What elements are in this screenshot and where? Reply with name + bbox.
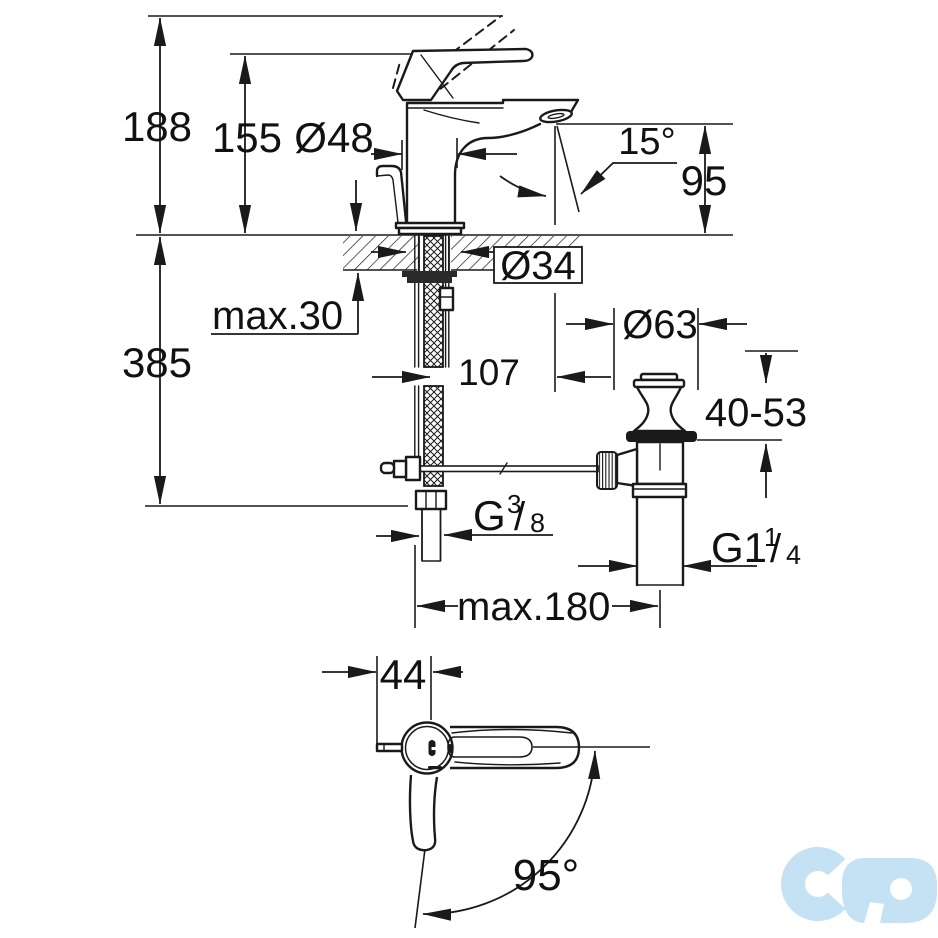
- dim-34-label: Ø34: [500, 244, 576, 288]
- dim-g38: G 3 / 8: [376, 489, 553, 543]
- lever: [395, 47, 534, 102]
- flex-hose-lower: [423, 385, 444, 487]
- g114-numerator: 1: [764, 522, 778, 552]
- base-plate-lower: [397, 226, 463, 236]
- mounting-washer: [402, 271, 457, 277]
- dim-48-label: Ø48: [294, 114, 373, 161]
- g38-prefix: G: [473, 492, 506, 539]
- g38-denominator: 8: [530, 508, 545, 538]
- slot-notch: [431, 747, 436, 750]
- body-circle-outer: [400, 721, 454, 775]
- waste-funnel: [632, 385, 687, 433]
- dim-34: Ø34: [371, 244, 583, 288]
- mounting-nut: [407, 277, 452, 283]
- water-stream: [554, 125, 580, 225]
- body-outline: [405, 98, 580, 227]
- dim-95deg: 95°: [414, 746, 650, 929]
- waste-knurled-knob: [596, 447, 639, 490]
- dim-15deg-label: 15°: [618, 121, 675, 163]
- shop-logo: [781, 847, 937, 923]
- dim-max30-label: max.30: [212, 294, 343, 338]
- dim-188: 188: [122, 17, 192, 234]
- aerator: [539, 108, 573, 124]
- center-tick: [448, 744, 452, 753]
- dim-max180-label: max.180: [457, 585, 610, 629]
- counter-hatch-strip: [497, 236, 582, 247]
- body-circle-inner: [404, 725, 450, 771]
- dim-4053-label: 40-53: [705, 391, 807, 435]
- dim-15deg: 15°: [499, 121, 677, 198]
- logo-c-glyph: [781, 847, 846, 921]
- counter-hatch-left: [343, 236, 418, 270]
- dimensions: 188 155 Ø48 15° 95 Ø34: [122, 15, 807, 629]
- rod-clamp: [379, 455, 422, 482]
- handle-swung-position: [408, 774, 439, 852]
- spout-inner-arc: [423, 109, 480, 124]
- dim-63-label: Ø63: [622, 303, 698, 347]
- dim-155-label: 155: [212, 114, 282, 161]
- dim-155: 155: [212, 55, 282, 234]
- dim-385-label: 385: [122, 339, 192, 386]
- dim-95deg-label: 95°: [513, 851, 580, 900]
- waste-gasket: [626, 431, 697, 442]
- bottom-dash: [428, 766, 442, 770]
- dim-95: 95: [681, 125, 728, 234]
- dim-4053: 40-53: [697, 350, 807, 498]
- hose-clip: [438, 286, 455, 312]
- rod-break-tick: [499, 462, 508, 475]
- dim-95-label: 95: [681, 157, 728, 204]
- logo-d-glyph: [842, 858, 937, 923]
- dim-max30: max.30: [211, 180, 365, 338]
- dim-44-label: 44: [380, 651, 427, 698]
- hose-tail: [421, 509, 442, 562]
- dim-385: 385: [122, 236, 192, 505]
- popup-waste-assembly: [596, 372, 697, 587]
- dim-107: 107: [372, 293, 611, 393]
- handle-top-view: 44 95°: [322, 651, 650, 929]
- hose-nut: [414, 489, 448, 511]
- waste-plug-flange: [632, 378, 686, 389]
- dim-44: 44: [322, 651, 463, 746]
- lever-crease: [420, 54, 454, 99]
- dim-107-label: 107: [458, 352, 520, 393]
- waste-ring: [631, 482, 688, 499]
- popup-rod-knob: [375, 164, 409, 233]
- under-counter-assembly: [379, 235, 599, 562]
- g114-prefix: G1: [711, 524, 767, 571]
- spout-underside: [453, 122, 542, 227]
- linkage-rod: [392, 465, 599, 473]
- dim-g114: G1 1 / 4: [578, 522, 801, 573]
- dim-63: Ø63: [566, 303, 747, 390]
- counter-hatch-right: [451, 236, 497, 270]
- g38-slash: /: [514, 495, 526, 539]
- g114-slash: /: [770, 527, 782, 571]
- popup-pin-plan: [375, 742, 404, 753]
- dim-48: Ø48: [294, 114, 517, 170]
- dim-max180: max.180: [414, 545, 661, 629]
- faucet-side-view: [375, 15, 580, 236]
- waste-tailpipe: [635, 495, 685, 587]
- dim-188-label: 188: [122, 103, 192, 150]
- g38-numerator: 3: [507, 489, 521, 519]
- g114-denominator: 4: [786, 540, 801, 570]
